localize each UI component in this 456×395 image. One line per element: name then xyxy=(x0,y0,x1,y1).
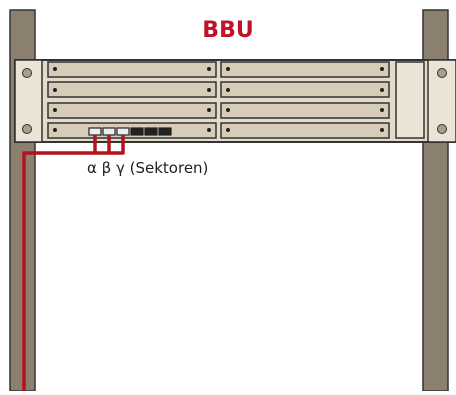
module-slot xyxy=(47,81,217,98)
screw-icon xyxy=(53,128,57,132)
screw-icon xyxy=(380,108,384,112)
mounting-hole-icon xyxy=(22,68,32,78)
blank-panel xyxy=(395,61,425,139)
mounting-hole-icon xyxy=(437,124,447,134)
module-slot xyxy=(220,61,390,78)
sfp-port-icon xyxy=(88,127,102,136)
module-slot xyxy=(220,81,390,98)
fiber-cable xyxy=(22,135,125,391)
screw-icons xyxy=(53,67,384,132)
module-slot xyxy=(220,122,390,139)
screw-icon xyxy=(53,67,57,71)
screw-icon xyxy=(380,88,384,92)
screw-icon xyxy=(53,108,57,112)
sfp-port-icon xyxy=(102,127,116,136)
sfp-port-icon xyxy=(116,127,130,136)
screw-icon xyxy=(207,67,211,71)
sector-label: α β γ (Sektoren) xyxy=(87,159,209,177)
screw-icon xyxy=(380,128,384,132)
screw-icon xyxy=(226,128,230,132)
sfp-port-icon xyxy=(130,127,144,136)
bbu-title: BBU xyxy=(202,18,254,43)
module-slot xyxy=(47,61,217,78)
screw-icon xyxy=(226,67,230,71)
screw-icon xyxy=(207,88,211,92)
module-slots xyxy=(47,61,390,139)
mounting-hole-icon xyxy=(22,124,32,134)
screw-icon xyxy=(380,67,384,71)
mounting-hole-icon xyxy=(437,68,447,78)
fiber-cables xyxy=(22,135,125,391)
module-slot xyxy=(220,102,390,119)
screw-icon xyxy=(226,88,230,92)
screw-icon xyxy=(53,88,57,92)
screw-icon xyxy=(226,108,230,112)
sfp-port-icon xyxy=(144,127,158,136)
screw-icon xyxy=(207,128,211,132)
module-slot xyxy=(47,102,217,119)
sfp-port-icon xyxy=(158,127,172,136)
screw-icon xyxy=(207,108,211,112)
bbu-chassis xyxy=(14,59,456,143)
